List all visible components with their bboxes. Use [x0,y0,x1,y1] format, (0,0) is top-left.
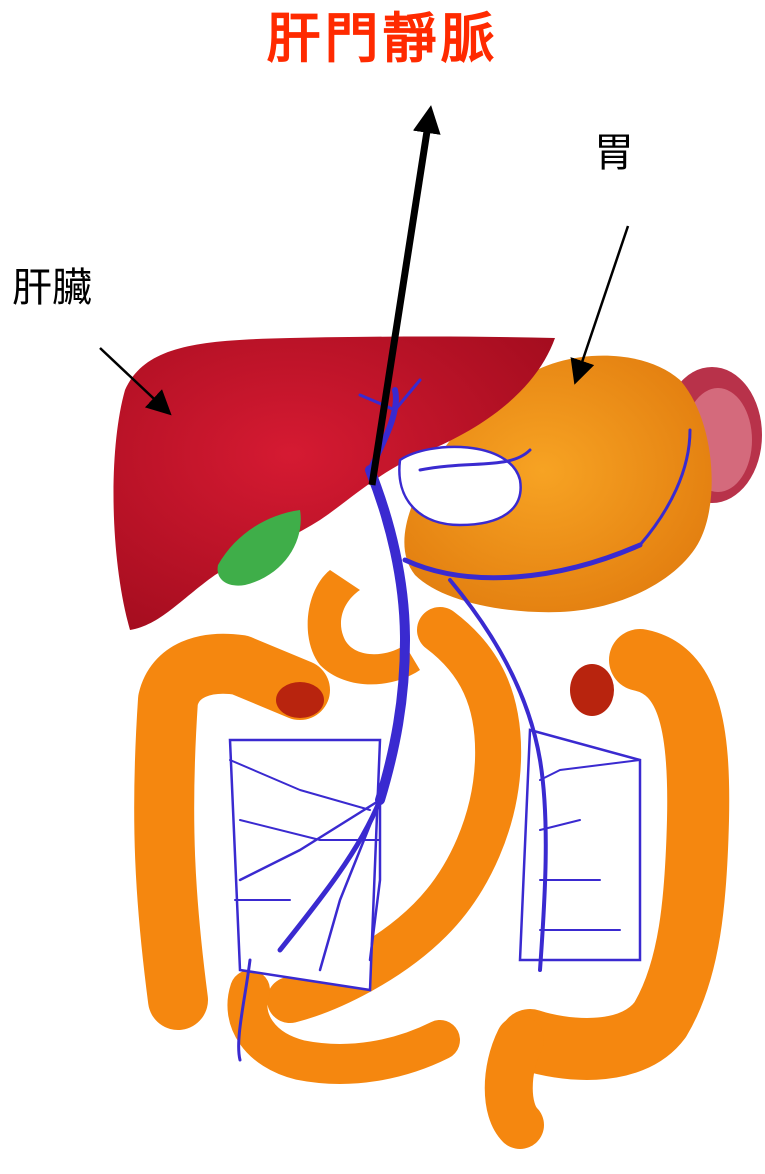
colon-opening-left [276,682,324,718]
stomach-label: 胃 [594,133,634,173]
portal-vein-title: 肝門靜脈 [0,12,765,66]
colon-opening-right [570,664,614,716]
liver-label: 肝臟 [12,268,92,308]
